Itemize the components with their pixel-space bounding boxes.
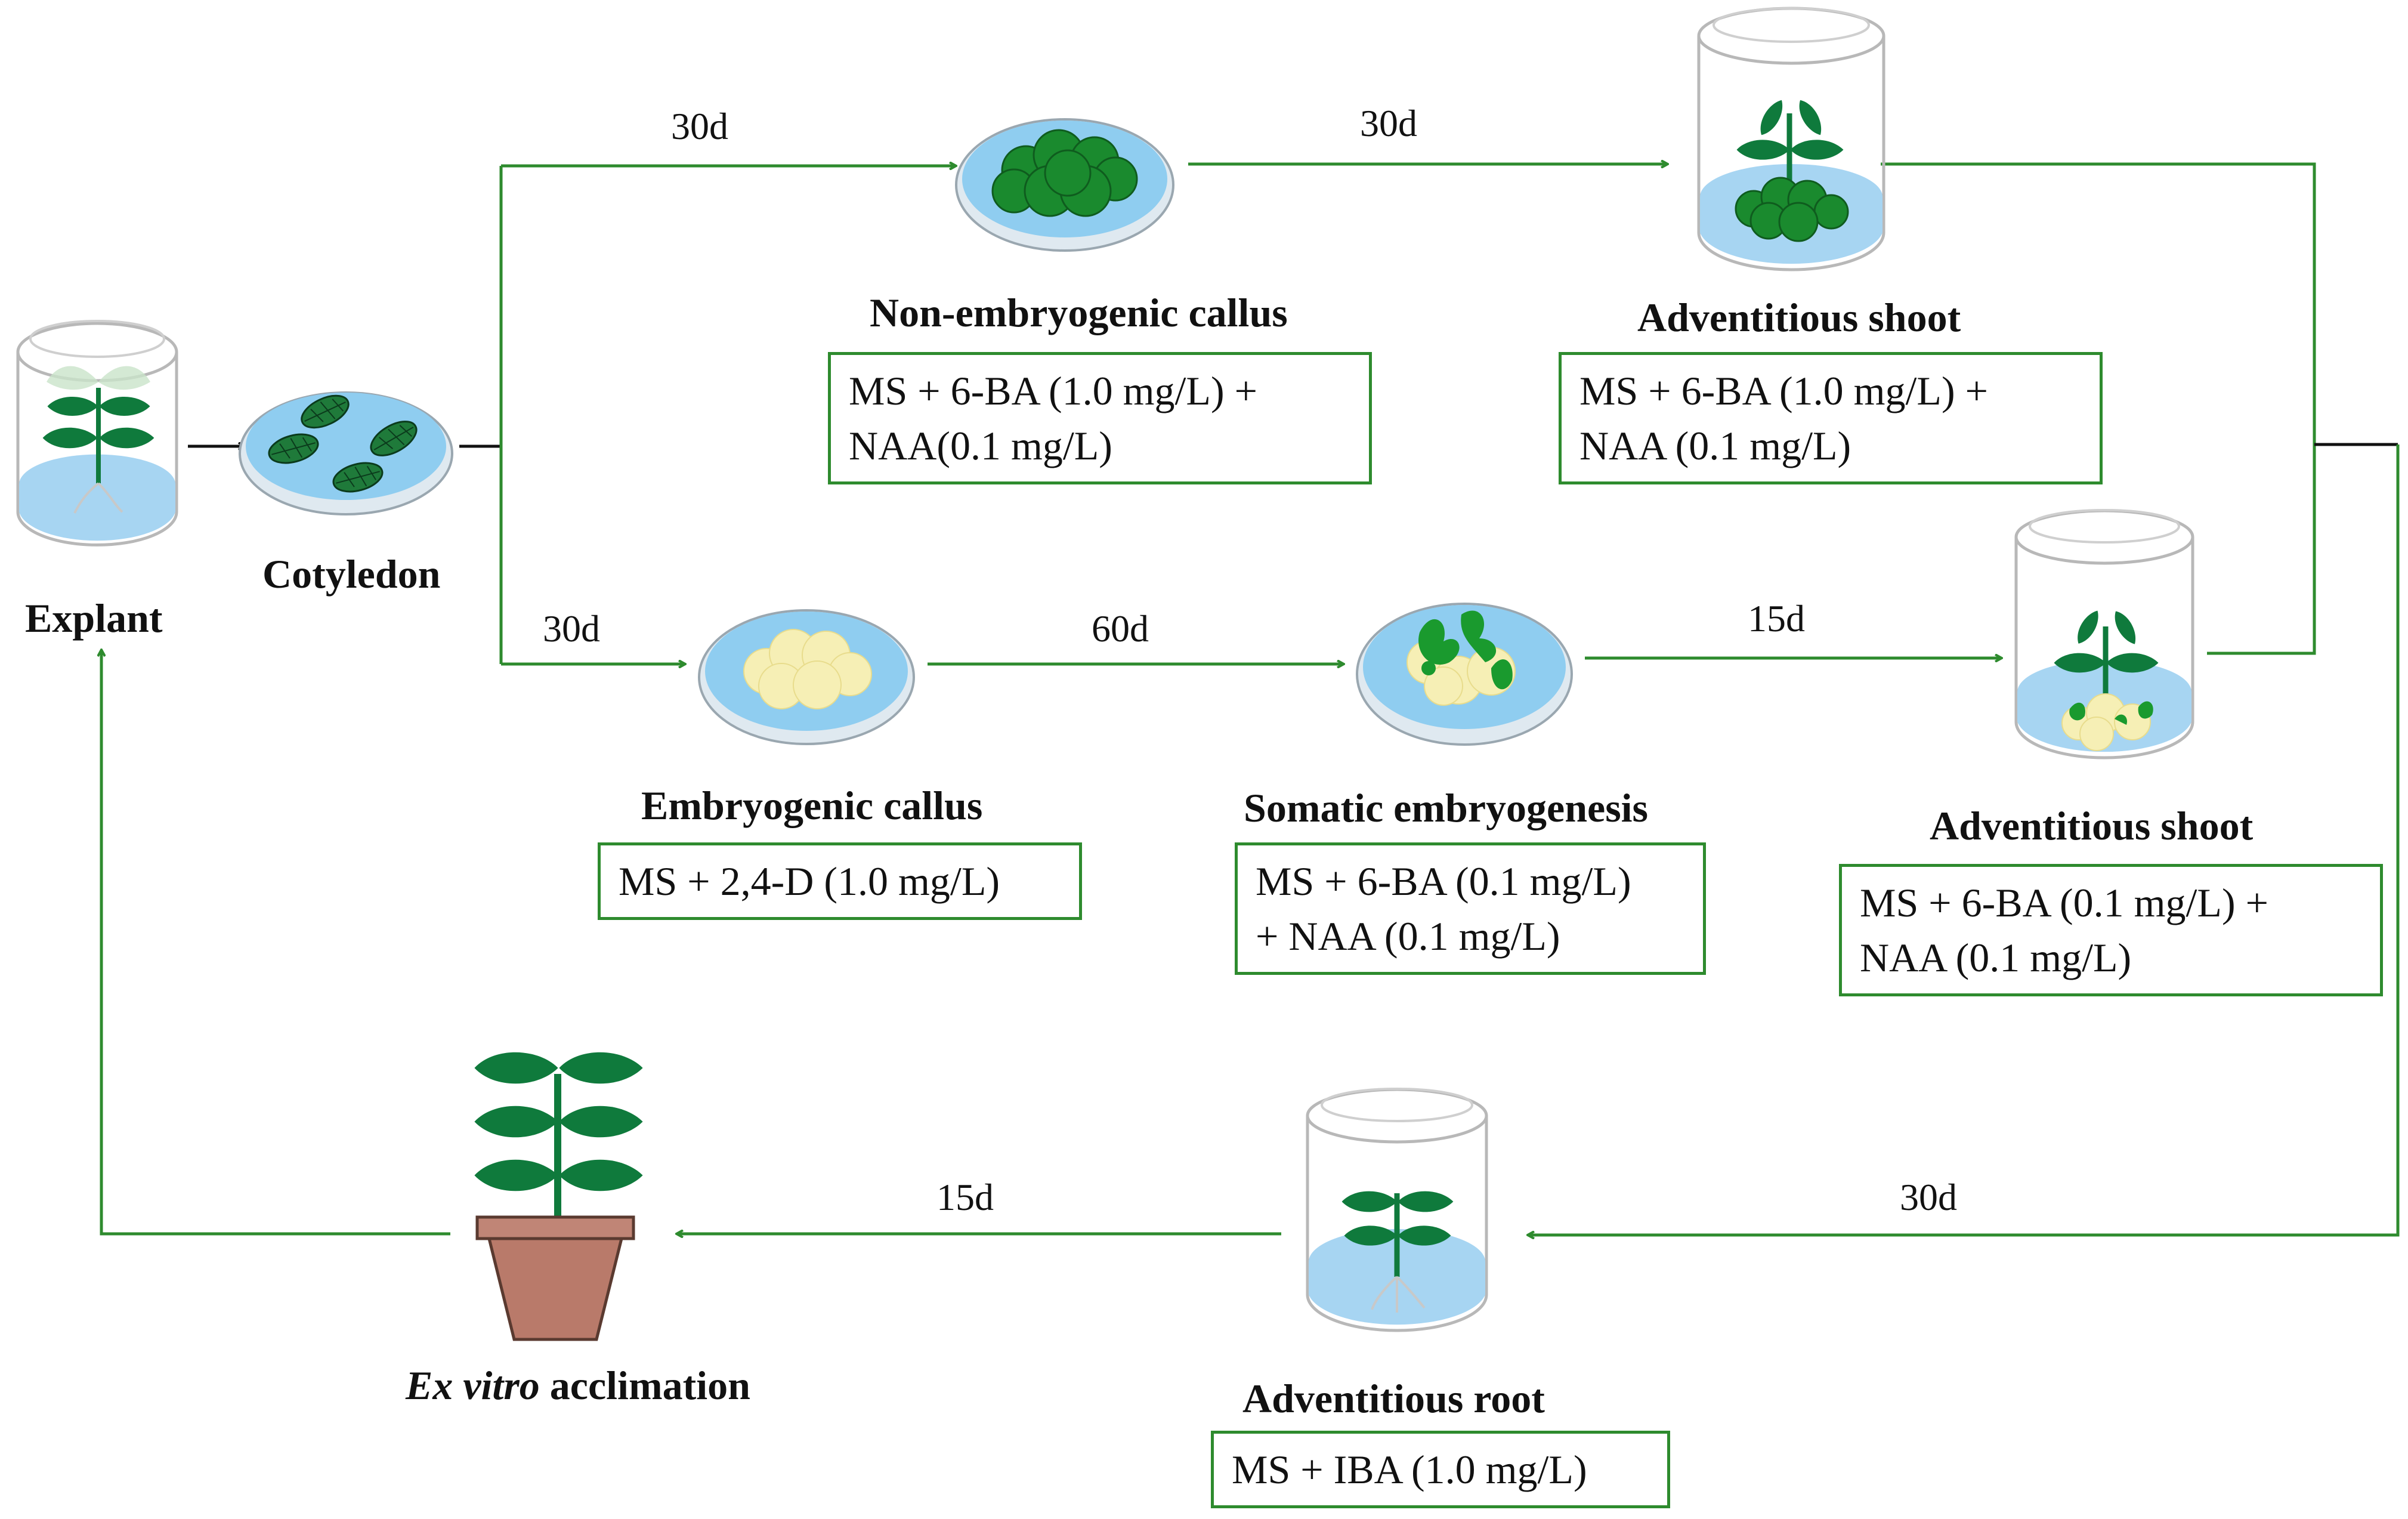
medium-line: NAA(0.1 mg/L) — [849, 423, 1112, 468]
label-ex-vitro-acclimation: Ex vitro acclimation — [406, 1365, 750, 1406]
adventitious-root-jar-illustration — [1306, 1088, 1488, 1332]
cotyledon-dish-illustration — [239, 391, 453, 515]
label-somatic-embryogenesis: Somatic embryogenesis — [1244, 785, 1649, 830]
duration-to-somatic: 60d — [1092, 607, 1149, 650]
medium-box-adventitious-root: MS + IBA (1.0 mg/L) — [1211, 1431, 1670, 1508]
label-embryogenic-callus: Embryogenic callus — [641, 783, 983, 828]
label-adventitious-shoot-1: Adventitious shoot — [1637, 295, 1961, 340]
medium-box-somatic-embryogenesis: MS + 6-BA (0.1 mg/L) + NAA (0.1 mg/L) — [1235, 842, 1706, 975]
medium-box-non-embryogenic-callus: MS + 6-BA (1.0 mg/L) + NAA(0.1 mg/L) — [828, 352, 1372, 484]
medium-line: NAA (0.1 mg/L) — [1860, 935, 2132, 980]
potted-plant-illustration — [474, 1052, 643, 1341]
medium-line: MS + 2,4-D (1.0 mg/L) — [619, 859, 1000, 904]
medium-box-adventitious-shoot-1: MS + 6-BA (1.0 mg/L) + NAA (0.1 mg/L) — [1559, 352, 2103, 484]
label-ex-vitro-italic: Ex vitro — [406, 1363, 540, 1408]
embryogenic-callus-dish-illustration — [698, 609, 915, 745]
somatic-embryogenesis-dish-illustration — [1356, 603, 1573, 746]
label-acclimation-rest: acclimation — [539, 1363, 750, 1408]
label-adventitious-shoot-2: Adventitious shoot — [1930, 803, 2254, 848]
label-cotyledon: Cotyledon — [262, 551, 441, 597]
label-adventitious-root: Adventitious root — [1242, 1376, 1545, 1421]
medium-line: MS + 6-BA (0.1 mg/L) + — [1860, 880, 2268, 925]
explant-jar-illustration — [16, 320, 178, 547]
arrow-to-explant — [101, 650, 450, 1236]
medium-line: MS + 6-BA (1.0 mg/L) + — [849, 368, 1257, 413]
arrow-to-root — [1528, 444, 2400, 1235]
line-shoot-2-merge — [2207, 444, 2316, 655]
medium-box-embryogenic-callus: MS + 2,4-D (1.0 mg/L) — [598, 842, 1082, 920]
duration-to-embryogenic: 30d — [543, 607, 600, 650]
line-shoot-1-merge — [1881, 162, 2316, 444]
non-embryogenic-callus-dish-illustration — [955, 118, 1174, 252]
medium-box-adventitious-shoot-2: MS + 6-BA (0.1 mg/L) + NAA (0.1 mg/L) — [1839, 864, 2383, 996]
medium-line: MS + 6-BA (0.1 mg/L) — [1256, 859, 1631, 904]
medium-line: NAA (0.1 mg/L) — [1579, 423, 1851, 468]
duration-to-shoot-1: 30d — [1360, 102, 1417, 144]
duration-to-acclimation: 15d — [936, 1176, 994, 1218]
label-explant: Explant — [25, 595, 163, 641]
duration-to-shoot-2: 15d — [1748, 597, 1805, 640]
adventitious-shoot-jar-1-illustration — [1697, 7, 1885, 271]
connectors — [101, 162, 2400, 1236]
medium-line: MS + IBA (1.0 mg/L) — [1232, 1447, 1587, 1492]
duration-to-root: 30d — [1900, 1176, 1957, 1218]
label-non-embryogenic-callus: Non-embryogenic callus — [870, 290, 1288, 335]
duration-to-non-embryogenic: 30d — [671, 105, 728, 147]
adventitious-shoot-jar-2-illustration — [2014, 509, 2194, 760]
medium-line: MS + 6-BA (1.0 mg/L) + — [1579, 368, 1988, 413]
medium-line: + NAA (0.1 mg/L) — [1256, 913, 1560, 959]
